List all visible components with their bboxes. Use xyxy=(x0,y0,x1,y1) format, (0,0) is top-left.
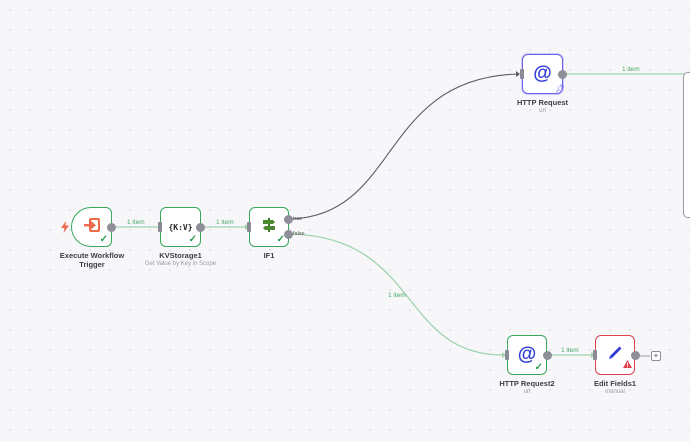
warning-icon xyxy=(623,355,632,373)
success-check-icon: ✓ xyxy=(276,234,285,245)
pin-icon: 📌︎ xyxy=(555,84,566,93)
kvstorage-output-port[interactable] xyxy=(196,223,205,232)
trigger-output-port[interactable] xyxy=(107,223,116,232)
node-if1[interactable]: ✓ xyxy=(249,207,289,247)
success-check-icon: ✓ xyxy=(188,234,197,245)
http2-label: HTTP Request2 xyxy=(499,379,555,388)
node-kvstorage1[interactable]: {K:V} ✓ xyxy=(160,207,201,247)
node-http-request2[interactable]: @ ✓ xyxy=(507,335,547,375)
success-check-icon: ✓ xyxy=(534,362,543,373)
http1-subtitle: url xyxy=(539,108,546,114)
http2-input-port[interactable] xyxy=(505,350,509,360)
node-execute-workflow-trigger[interactable]: ✓ xyxy=(71,207,112,247)
node-edit-fields1[interactable] xyxy=(595,335,635,375)
http1-label: HTTP Request xyxy=(516,98,569,107)
signpost-icon xyxy=(261,217,277,238)
http2-output-port[interactable] xyxy=(543,351,552,360)
edit-label: Edit Fields1 xyxy=(593,379,637,388)
edge-if-false-http2[interactable] xyxy=(291,233,504,356)
kvstorage-subtitle: Get Value by Key in Scope xyxy=(144,261,217,267)
if-label: IF1 xyxy=(263,251,275,260)
kvstorage-input-port[interactable] xyxy=(158,222,162,232)
http1-input-port[interactable] xyxy=(520,69,524,79)
if-true-tag: true xyxy=(293,216,303,222)
pencil-icon xyxy=(607,345,623,366)
add-node-button[interactable]: + xyxy=(651,351,661,361)
kvstorage-label: KVStorage1 xyxy=(159,251,202,260)
trigger-bolt-icon xyxy=(61,220,69,238)
edge-label-trigger-kv: 1 item xyxy=(127,219,145,226)
success-check-icon: ✓ xyxy=(99,234,108,245)
edge-label-http1-out: 1 item xyxy=(622,66,640,73)
edge-if-true-http1[interactable] xyxy=(291,73,519,220)
edit-output-port[interactable] xyxy=(631,351,640,360)
edit-input-port[interactable] xyxy=(593,350,597,360)
if-false-output-port[interactable] xyxy=(284,230,293,239)
edge-label-if-http2: 1 item xyxy=(388,292,406,299)
at-icon: @ xyxy=(533,63,552,84)
http2-subtitle: url xyxy=(523,389,531,395)
sign-in-icon xyxy=(83,217,101,238)
edge-label-kv-if: 1 item xyxy=(216,219,234,226)
edge-label-http2-edit: 1 item xyxy=(561,347,579,354)
offscreen-node[interactable] xyxy=(683,72,690,218)
if-input-port[interactable] xyxy=(247,222,251,232)
at-icon: @ xyxy=(517,344,537,365)
node-http-request[interactable]: @ 📌︎ xyxy=(522,54,566,94)
http1-output-port[interactable] xyxy=(558,70,567,79)
if-false-tag: false xyxy=(293,231,305,237)
kv-icon: {K:V} xyxy=(168,222,193,232)
trigger-label: Execute Workflow Trigger xyxy=(59,251,125,269)
if-true-output-port[interactable] xyxy=(284,215,293,224)
edit-subtitle: manual xyxy=(605,389,625,395)
